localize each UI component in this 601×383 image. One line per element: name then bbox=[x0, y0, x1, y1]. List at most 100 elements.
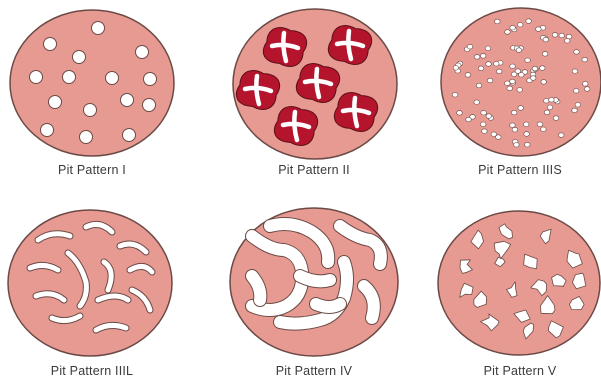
small-pit bbox=[494, 62, 500, 67]
small-pit bbox=[532, 66, 538, 71]
small-pit bbox=[584, 87, 590, 92]
small-pit bbox=[452, 93, 458, 98]
small-pit bbox=[553, 116, 559, 121]
small-pit bbox=[474, 100, 480, 105]
small-pit bbox=[453, 66, 459, 71]
label-pit-pattern-iiis: Pit Pattern IIIS bbox=[420, 163, 601, 177]
pit-pattern-ii-disc bbox=[233, 9, 397, 159]
small-pit bbox=[530, 76, 536, 81]
small-pit bbox=[541, 127, 547, 132]
small-pit bbox=[544, 99, 550, 104]
small-pit bbox=[525, 142, 531, 147]
small-pit bbox=[480, 54, 486, 59]
round-pit bbox=[80, 131, 93, 144]
round-pit bbox=[136, 46, 149, 59]
round-pit bbox=[63, 71, 76, 84]
small-pit bbox=[526, 19, 532, 24]
small-pit bbox=[486, 62, 492, 67]
round-pit bbox=[92, 22, 105, 35]
pit-pattern-iiis-disc bbox=[441, 8, 601, 156]
disc-outline bbox=[441, 8, 601, 156]
round-pit bbox=[49, 96, 62, 109]
small-pit bbox=[517, 22, 523, 27]
branched-pit bbox=[316, 304, 340, 307]
small-pit bbox=[481, 110, 487, 115]
disc-outline bbox=[8, 210, 172, 356]
small-pit bbox=[510, 79, 516, 84]
small-pit bbox=[510, 25, 516, 30]
label-pit-pattern-v: Pit Pattern V bbox=[420, 364, 601, 378]
small-pit bbox=[496, 69, 502, 74]
small-pit bbox=[537, 122, 543, 127]
small-pit bbox=[573, 89, 579, 94]
label-pit-pattern-iiil: Pit Pattern IIIL bbox=[0, 364, 192, 378]
small-pit bbox=[480, 122, 486, 127]
small-pit bbox=[524, 132, 530, 137]
small-pit bbox=[466, 117, 472, 122]
round-pit bbox=[73, 51, 86, 64]
round-pit bbox=[106, 72, 119, 85]
small-pit bbox=[582, 57, 588, 62]
small-pit bbox=[574, 50, 580, 55]
small-pit bbox=[457, 111, 463, 116]
small-pit bbox=[523, 122, 529, 127]
small-pit bbox=[572, 108, 578, 113]
small-pit bbox=[542, 52, 548, 57]
round-pit bbox=[121, 94, 134, 107]
small-pit bbox=[564, 39, 570, 44]
small-pit bbox=[491, 132, 497, 137]
small-pit bbox=[486, 114, 492, 119]
small-pit bbox=[514, 143, 520, 148]
small-pit bbox=[516, 48, 522, 53]
small-pit bbox=[487, 78, 493, 83]
pit-pattern-iv-disc bbox=[230, 208, 398, 356]
small-pit bbox=[541, 80, 547, 85]
small-pit bbox=[572, 69, 578, 74]
small-pit bbox=[467, 44, 473, 49]
pit-pattern-v-disc bbox=[438, 211, 600, 355]
round-pit bbox=[143, 99, 156, 112]
small-pit bbox=[540, 66, 546, 71]
small-pit bbox=[517, 88, 523, 93]
small-pit bbox=[510, 123, 516, 128]
small-pit bbox=[536, 27, 542, 32]
small-pit bbox=[478, 66, 484, 71]
small-pit bbox=[583, 82, 589, 87]
round-pit bbox=[84, 104, 97, 117]
small-pit bbox=[482, 129, 488, 134]
small-pit bbox=[558, 133, 564, 138]
small-pit bbox=[559, 33, 565, 38]
round-pit bbox=[44, 38, 57, 51]
round-pit bbox=[41, 124, 54, 137]
small-pit bbox=[507, 86, 513, 91]
label-pit-pattern-iv: Pit Pattern IV bbox=[214, 364, 414, 378]
small-pit bbox=[465, 73, 471, 78]
small-pit bbox=[505, 81, 511, 86]
small-pit bbox=[547, 105, 553, 110]
small-pit bbox=[575, 103, 581, 108]
small-pit bbox=[552, 33, 558, 38]
small-pit bbox=[495, 19, 501, 24]
small-pit bbox=[511, 110, 517, 115]
branched-pit bbox=[300, 276, 330, 281]
small-pit bbox=[510, 64, 516, 69]
label-pit-pattern-ii: Pit Pattern II bbox=[214, 163, 414, 177]
label-pit-pattern-i: Pit Pattern I bbox=[0, 163, 192, 177]
round-pit bbox=[144, 73, 157, 86]
small-pit bbox=[543, 37, 549, 42]
pit-pattern-i-disc bbox=[10, 10, 174, 156]
small-pit bbox=[512, 127, 518, 132]
small-pit bbox=[476, 83, 482, 88]
small-pit bbox=[549, 98, 555, 103]
small-pit bbox=[525, 58, 531, 63]
round-pit bbox=[123, 129, 136, 142]
pit-pattern-iiil-disc bbox=[8, 210, 172, 356]
small-pit bbox=[505, 30, 511, 35]
small-pit bbox=[544, 110, 550, 115]
small-pit bbox=[519, 73, 525, 78]
small-pit bbox=[518, 106, 524, 111]
round-pit bbox=[30, 71, 43, 84]
small-pit bbox=[485, 46, 491, 51]
small-pit bbox=[474, 55, 480, 60]
